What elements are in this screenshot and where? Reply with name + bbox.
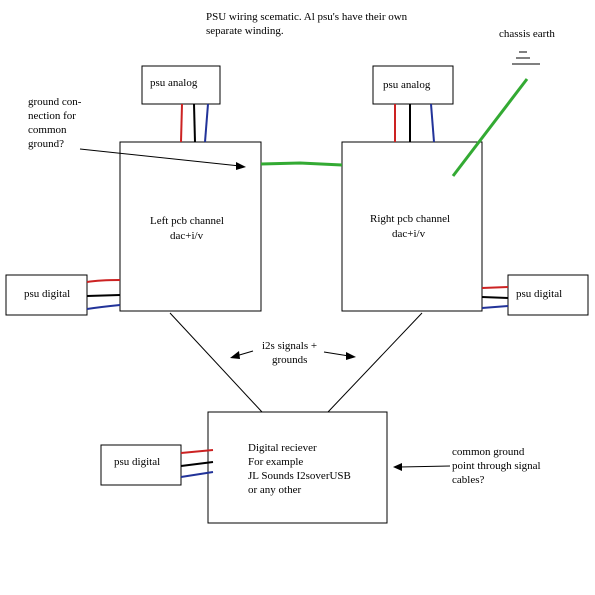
digital-receiver-box: [207, 411, 388, 524]
i2s-note-line-2: grounds: [272, 354, 307, 366]
i2s-note-line-1: i2s signals +: [262, 340, 317, 352]
psu-digital-left-label: psu digital: [24, 288, 70, 300]
wires-analog-left: [180, 103, 209, 143]
ground-symbol-icon: [512, 51, 540, 65]
wires-digital-right: [481, 286, 509, 309]
psu-digital-bottom-label: psu digital: [114, 456, 160, 468]
left-pcb-label-1: Left pcb channel: [150, 215, 224, 227]
psu-analog-left-box: [141, 65, 221, 105]
title-line-1: PSU wiring scematic. Al psu's have their…: [206, 11, 408, 23]
psu-analog-left-label: psu analog: [150, 77, 198, 89]
ground-note-line-3: common: [28, 124, 67, 136]
arrow-i2s-right: [323, 351, 356, 360]
digital-receiver-label-2: For example: [248, 456, 303, 468]
ground-note-line-1: ground con-: [28, 96, 82, 108]
signal-line-left: [169, 312, 263, 413]
arrow-common-ground: [393, 463, 451, 471]
right-pcb-label-2: dac+i/v: [392, 228, 426, 240]
ground-wire-chassis: [451, 78, 529, 177]
wires-digital-bottom: [180, 449, 214, 478]
psu-digital-right-box: [507, 274, 589, 316]
common-ground-note-line-3: cables?: [452, 474, 484, 486]
left-pcb-label-2: dac+i/v: [170, 230, 204, 242]
psu-digital-bottom-box: [100, 444, 182, 486]
digital-receiver-label-3: JL Sounds I2soverUSB: [248, 470, 351, 482]
digital-receiver-label-4: or any other: [248, 484, 301, 496]
arrow-i2s-left: [230, 350, 254, 359]
digital-receiver-label-1: Digital reciever: [248, 442, 317, 454]
wires-analog-right: [394, 103, 435, 143]
left-pcb-channel-box: [119, 141, 262, 312]
chassis-earth-label: chassis earth: [499, 28, 555, 40]
wires-digital-left: [86, 279, 121, 310]
psu-digital-left-box: [5, 274, 88, 316]
psu-analog-right-label: psu analog: [383, 79, 431, 91]
psu-analog-right-box: [372, 65, 454, 105]
ground-note-line-2: nection for: [28, 110, 76, 122]
common-ground-note-line-2: point through signal: [452, 460, 541, 472]
arrow-ground-note: [79, 148, 246, 170]
common-ground-note-line-1: common ground: [452, 446, 525, 458]
title-line-2: separate winding.: [206, 25, 284, 37]
signal-line-right: [327, 312, 423, 413]
ground-note-line-4: ground?: [28, 138, 64, 150]
right-pcb-label-1: Right pcb channel: [370, 213, 450, 225]
psu-digital-right-label: psu digital: [516, 288, 562, 300]
ground-wire-between-pcbs: [260, 161, 343, 167]
